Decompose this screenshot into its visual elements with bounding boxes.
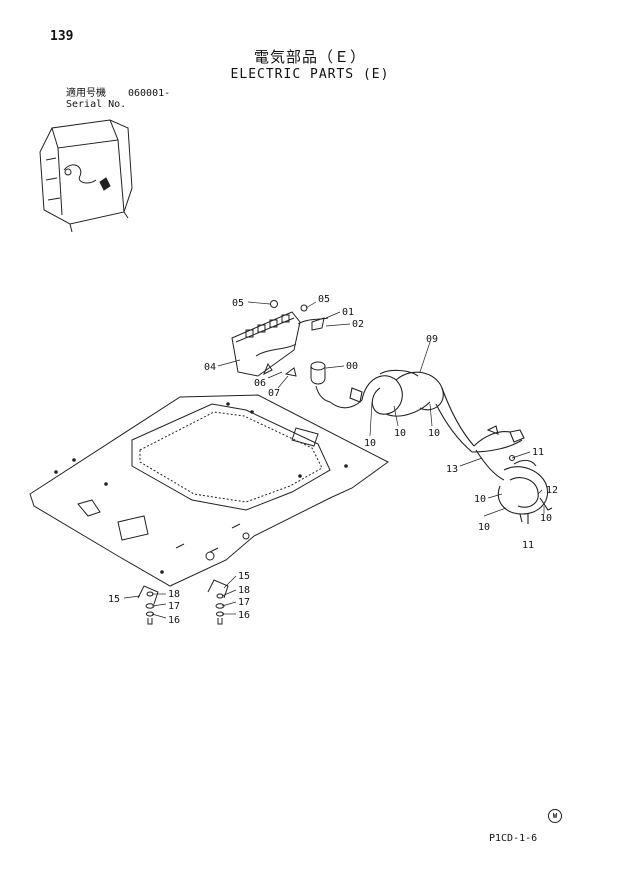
callout-17: 17 [168, 601, 180, 612]
callout-00: 00 [346, 361, 358, 372]
switch-panel [231, 300, 329, 377]
callout-12: 12 [546, 485, 558, 496]
callout-16: 16 [238, 610, 250, 621]
callout-13: 13 [446, 464, 458, 475]
callout-06: 06 [254, 378, 266, 389]
callout-18: 18 [168, 589, 180, 600]
relay-part [310, 361, 331, 403]
footer-code: P1CD-1-6 [489, 833, 538, 844]
callout-02: 02 [352, 319, 364, 330]
callout-10: 10 [474, 494, 486, 505]
serial-value: 060001- [128, 88, 171, 99]
callout-05: 05 [318, 294, 330, 305]
title-japanese: 電気部品（Ｅ） [253, 48, 366, 66]
callout-15: 15 [108, 594, 120, 605]
page-number: 139 [50, 29, 74, 44]
serial-label-japanese: 適用号機 [66, 88, 106, 99]
callout-18: 18 [238, 585, 250, 596]
footer-mark: W [548, 809, 562, 823]
callout-09: 09 [426, 334, 438, 345]
callout-05: 05 [232, 298, 244, 309]
serial-label-english: Serial No. [66, 99, 127, 110]
title-english: ELECTRIC PARTS (E) [230, 67, 390, 82]
cab-thumbnail [39, 119, 133, 233]
wire-harness [329, 369, 525, 453]
callout-15: 15 [238, 571, 250, 582]
callout-10: 10 [540, 513, 552, 524]
callout-10: 10 [428, 428, 440, 439]
floor-plate [29, 394, 389, 587]
callout-04: 04 [204, 362, 216, 373]
callout-10: 10 [394, 428, 406, 439]
bracket-left [137, 585, 159, 625]
callout-01: 01 [342, 307, 354, 318]
callout-10: 10 [364, 438, 376, 449]
callout-07: 07 [268, 388, 280, 399]
callout-11: 11 [532, 447, 544, 458]
callout-16: 16 [168, 615, 180, 626]
callout-labels: 05 05 01 02 04 00 06 07 09 10 10 10 11 1… [108, 294, 558, 626]
callout-10: 10 [478, 522, 490, 533]
leader-lines [123, 301, 545, 619]
lower-harness [475, 449, 553, 524]
callout-17: 17 [238, 597, 250, 608]
callout-11: 11 [522, 540, 534, 551]
